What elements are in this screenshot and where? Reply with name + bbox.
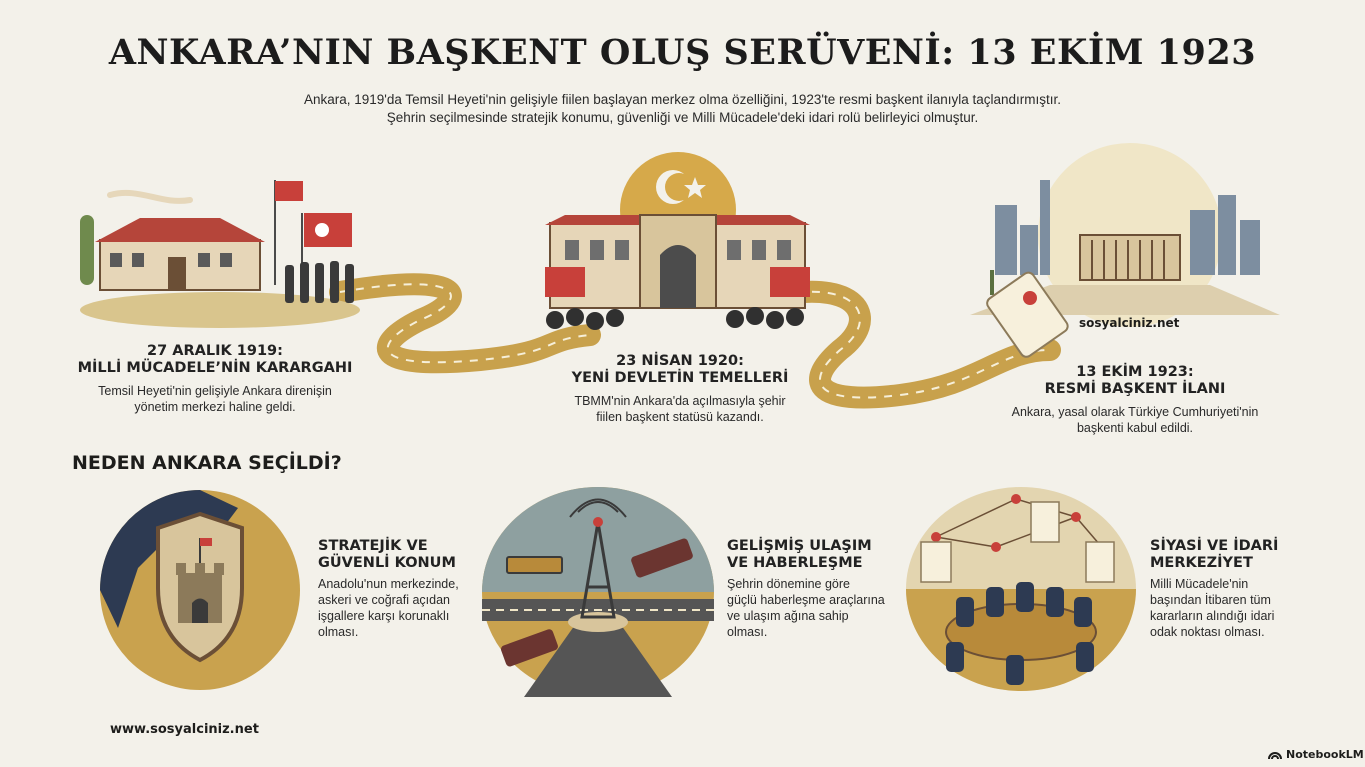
timeline-date: 13 EKİM 1923: — [1076, 364, 1194, 380]
timeline-heading: MİLLİ MÜCADELE’NİN KARARGAHI — [77, 360, 353, 376]
reason-text: kararların alındığı idari — [1150, 609, 1275, 623]
timeline-text: fiilen başkent statüsü kazandı. — [596, 410, 764, 424]
reason-2: GELİŞMİŞ ULAŞIM VE HABERLEŞME Şehrin dön… — [727, 538, 917, 640]
reason-text: ve ulaşım ağına sahip — [727, 609, 849, 623]
reason-title: MERKEZİYET — [1150, 555, 1253, 571]
timeline-heading: RESMİ BAŞKENT İLANI — [1044, 381, 1226, 397]
meeting-table-icon — [906, 487, 1136, 691]
watermark-text: sosyalciniz.net — [1079, 316, 1180, 330]
timeline-date: 27 ARALIK 1919: — [147, 343, 283, 359]
timeline-item-2: 23 NİSAN 1920: YENİ DEVLETİN TEMELLERİ T… — [520, 353, 840, 425]
timeline-text: Ankara, yasal olarak Türkiye Cumhuriyeti… — [1011, 405, 1259, 419]
timeline-item-3: 13 EKİM 1923: RESMİ BAŞKENT İLANI Ankara… — [985, 364, 1285, 436]
notebooklm-logo-icon — [1268, 751, 1282, 759]
reason-title: VE HABERLEŞME — [727, 555, 863, 571]
house-illustration — [80, 180, 360, 328]
reason-text: Milli Mücadele'nin — [1150, 577, 1249, 591]
reason-text: güçlü haberleşme araçlarına — [727, 593, 885, 607]
timeline-text: başkenti kabul edildi. — [1076, 421, 1194, 435]
reason-1: STRATEJİK VE GÜVENLİ KONUM Anadolu'nun m… — [318, 538, 478, 640]
reason-title: SİYASİ VE İDARİ — [1150, 538, 1279, 554]
timeline-item-1: 27 ARALIK 1919: MİLLİ MÜCADELE’NİN KARAR… — [60, 343, 370, 415]
castle-shield-icon — [100, 490, 300, 690]
timeline-text: Temsil Heyeti'nin gelişiyle Ankara diren… — [98, 384, 332, 398]
reason-title: GELİŞMİŞ ULAŞIM — [727, 538, 872, 554]
reason-text: işgallere karşı korunaklı — [318, 609, 450, 623]
intro-line-2: Şehrin seçilmesinde stratejik konumu, gü… — [386, 110, 979, 125]
reason-3: SİYASİ VE İDARİ MERKEZİYET Milli Mücadel… — [1150, 538, 1320, 640]
notebooklm-brand: NotebookLM — [1268, 748, 1364, 761]
brand-label: NotebookLM — [1286, 748, 1364, 761]
reason-title: STRATEJİK VE — [318, 538, 428, 554]
page-title: ANKARA’NIN BAŞKENT OLUŞ SERÜVENİ: 13 EKİ… — [108, 32, 1257, 73]
reason-text: Şehrin dönemine göre — [727, 577, 850, 591]
reason-text: olması. — [318, 625, 359, 639]
timeline-heading: YENİ DEVLETİN TEMELLERİ — [571, 370, 789, 386]
timeline-text: TBMM'nin Ankara'da açılmasıyla şehir — [574, 394, 786, 408]
reason-text: Anadolu'nun merkezinde, — [318, 577, 459, 591]
reason-text: başından İtibaren tüm — [1150, 593, 1271, 607]
reason-text: olması. — [727, 625, 768, 639]
reason-text: odak noktası olması. — [1150, 625, 1265, 639]
timeline-date: 23 NİSAN 1920: — [616, 353, 744, 369]
parliament-illustration — [545, 152, 810, 330]
timeline-text: yönetim merkezi haline geldi. — [134, 400, 296, 414]
reason-title: GÜVENLİ KONUM — [318, 555, 456, 571]
anitkabir-illustration — [970, 143, 1280, 358]
radio-tower-icon — [482, 487, 714, 697]
website-url: www.sosyalciniz.net — [110, 722, 259, 737]
intro-line-1: Ankara, 1919'da Temsil Heyeti'nin gelişi… — [303, 92, 1062, 107]
reason-text: askeri ve coğrafi açıdan — [318, 593, 451, 607]
why-section-title: NEDEN ANKARA SEÇİLDİ? — [72, 452, 342, 474]
